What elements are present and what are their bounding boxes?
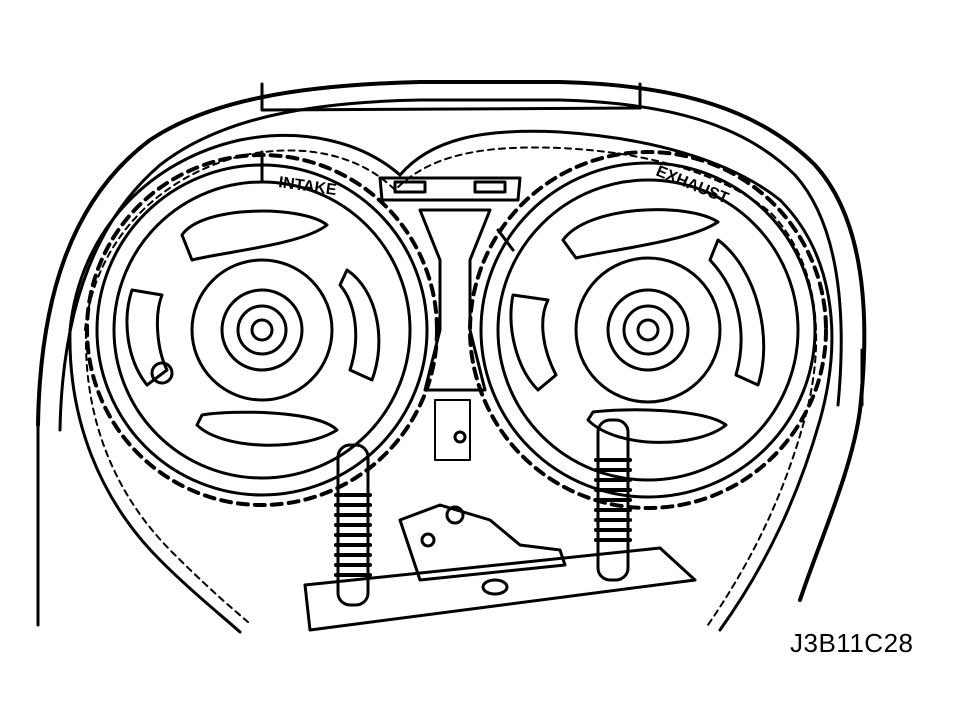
intake-locking-pin (334, 443, 372, 607)
timing-belt (68, 129, 834, 634)
locking-plate (303, 503, 697, 632)
figure-code: J3B11C28 (790, 628, 914, 658)
exhaust-locking-pin (594, 418, 632, 582)
timing-cover (36, 80, 867, 627)
center-belt-guide (378, 176, 522, 461)
exhaust-sprocket (468, 150, 828, 510)
intake-sprocket (85, 150, 439, 507)
